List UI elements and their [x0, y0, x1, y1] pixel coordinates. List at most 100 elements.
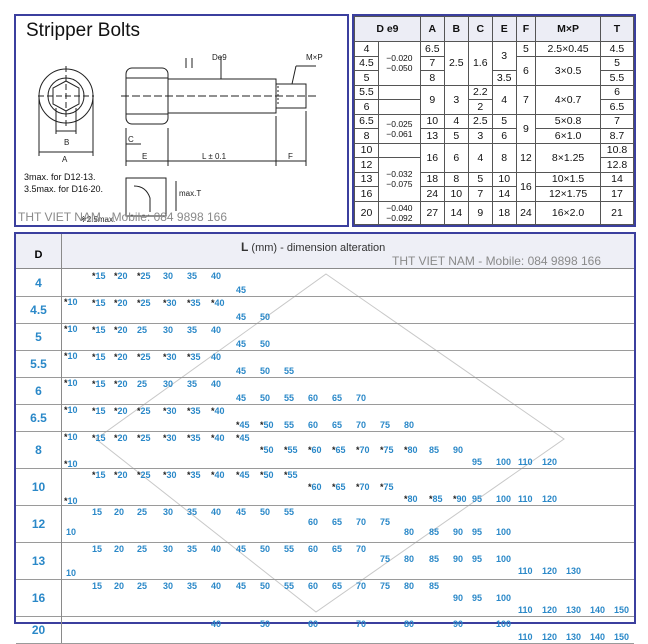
- length-value: 60: [308, 619, 319, 629]
- length-value: *45: [236, 433, 250, 443]
- t-cell: 14: [599, 171, 635, 187]
- length-value: *70: [356, 445, 370, 455]
- header-note: - dimension alteration: [280, 242, 386, 254]
- d-cell: 6.5: [354, 113, 379, 129]
- note-d12-13: 3max. for D12∙13.: [24, 172, 96, 182]
- d-cell: 4: [354, 41, 379, 57]
- length-value: *35: [187, 433, 201, 443]
- length-value: *50: [260, 420, 274, 430]
- length-value: 50: [260, 581, 271, 591]
- length-table-panel: D L (mm) - dimension alteration THT VIET…: [14, 232, 636, 644]
- length-value: 60: [308, 581, 319, 591]
- length-table-header: D L (mm) - dimension alteration THT VIET…: [16, 234, 634, 269]
- c-cell: 2.5: [467, 113, 493, 129]
- length-value: *15: [92, 433, 106, 443]
- c-cell: 5: [467, 171, 493, 187]
- length-value: 30: [163, 271, 174, 281]
- f-cell: 5: [515, 41, 537, 57]
- length-row: 8*10*15*20*25*30*35*40*45*50*55*60*65*70…: [16, 431, 634, 469]
- length-value: 40: [211, 544, 222, 554]
- length-value: *10: [64, 351, 78, 361]
- length-value: *30: [163, 352, 177, 362]
- length-value: 120: [542, 457, 558, 467]
- diameter-cell: 13: [16, 542, 62, 579]
- length-value: *65: [332, 445, 346, 455]
- length-value: 30: [163, 581, 174, 591]
- length-value: 30: [163, 379, 174, 389]
- d-cell: 4.5: [354, 55, 379, 71]
- length-value: 110: [518, 457, 533, 467]
- length-value: 60: [308, 544, 319, 554]
- table-row: 10 16 6 4 8 12 8×1.25 10.8: [354, 142, 635, 173]
- length-value: 25: [137, 379, 148, 389]
- length-value: 35: [187, 507, 198, 517]
- length-value: *85: [429, 494, 443, 504]
- d-cell: 16: [354, 186, 379, 202]
- length-value: 95: [472, 527, 483, 537]
- length-value: *40: [211, 470, 225, 480]
- label-de9: De9: [212, 53, 227, 62]
- length-value: 80: [404, 581, 415, 591]
- d-cell: 12: [354, 157, 379, 173]
- length-value: *55: [284, 445, 298, 455]
- length-value: 25: [137, 544, 148, 554]
- length-value: *30: [163, 470, 177, 480]
- length-value: 130: [566, 605, 582, 615]
- length-value: 45: [236, 507, 247, 517]
- length-value: 70: [356, 581, 367, 591]
- length-value: 95: [472, 554, 483, 564]
- length-value: 50: [260, 312, 271, 322]
- b-cell: 10: [443, 186, 469, 202]
- length-value: 25: [137, 507, 148, 517]
- dimension-table-panel: D e9 A B C E F M×P T 4 −0.020 −0.050 6.5…: [352, 14, 636, 227]
- length-value: 60: [308, 517, 319, 527]
- header-b: B: [443, 16, 469, 42]
- a-cell: 6.5: [419, 41, 445, 57]
- length-value: 45: [236, 544, 247, 554]
- length-value: 45: [236, 393, 247, 403]
- length-value: *30: [163, 406, 177, 416]
- length-value: *25: [137, 406, 151, 416]
- length-value: *30: [163, 433, 177, 443]
- t-cell: 5.5: [599, 70, 635, 86]
- header-d: D: [16, 234, 62, 268]
- table-row: 5.5 9 3 2.2 4 7 4×0.7 6: [354, 84, 635, 115]
- length-value: *15: [92, 325, 106, 335]
- length-value: *60: [308, 445, 322, 455]
- c-cell: 4: [467, 142, 493, 173]
- length-value: 45: [236, 312, 247, 322]
- length-value: *20: [114, 379, 128, 389]
- diameter-cell: 5.5: [16, 350, 62, 377]
- label-a: A: [62, 155, 68, 164]
- mxp-cell: 6×1.0: [535, 128, 601, 144]
- b-cell: 2.5: [443, 41, 469, 86]
- length-value: 85: [429, 445, 440, 455]
- length-value: 110: [518, 632, 533, 642]
- d-cell: 5.5: [354, 84, 379, 100]
- length-value: *20: [114, 325, 128, 335]
- length-value: *10: [64, 496, 78, 506]
- a-cell: 13: [419, 128, 445, 144]
- length-value: 50: [260, 366, 271, 376]
- length-value: 80: [404, 619, 415, 629]
- length-value: 55: [284, 393, 295, 403]
- t-cell: 5: [599, 55, 635, 71]
- d-cell: 8: [354, 128, 379, 144]
- c-cell: 2: [467, 99, 493, 115]
- a-cell: 18: [419, 171, 445, 187]
- header-l: L: [241, 240, 249, 254]
- length-value: 50: [260, 393, 271, 403]
- tolerance-blank: [377, 84, 421, 100]
- length-value: 40: [211, 379, 222, 389]
- length-value: 50: [260, 619, 271, 629]
- length-value: 35: [187, 325, 198, 335]
- length-value: 80: [404, 527, 415, 537]
- length-value: 90: [453, 593, 464, 603]
- length-value: 90: [453, 619, 464, 629]
- length-value: 20: [114, 507, 125, 517]
- table-header-row: D e9 A B C E F M×P T: [354, 16, 635, 42]
- f-cell: 24: [515, 200, 537, 225]
- length-value: *80: [404, 445, 418, 455]
